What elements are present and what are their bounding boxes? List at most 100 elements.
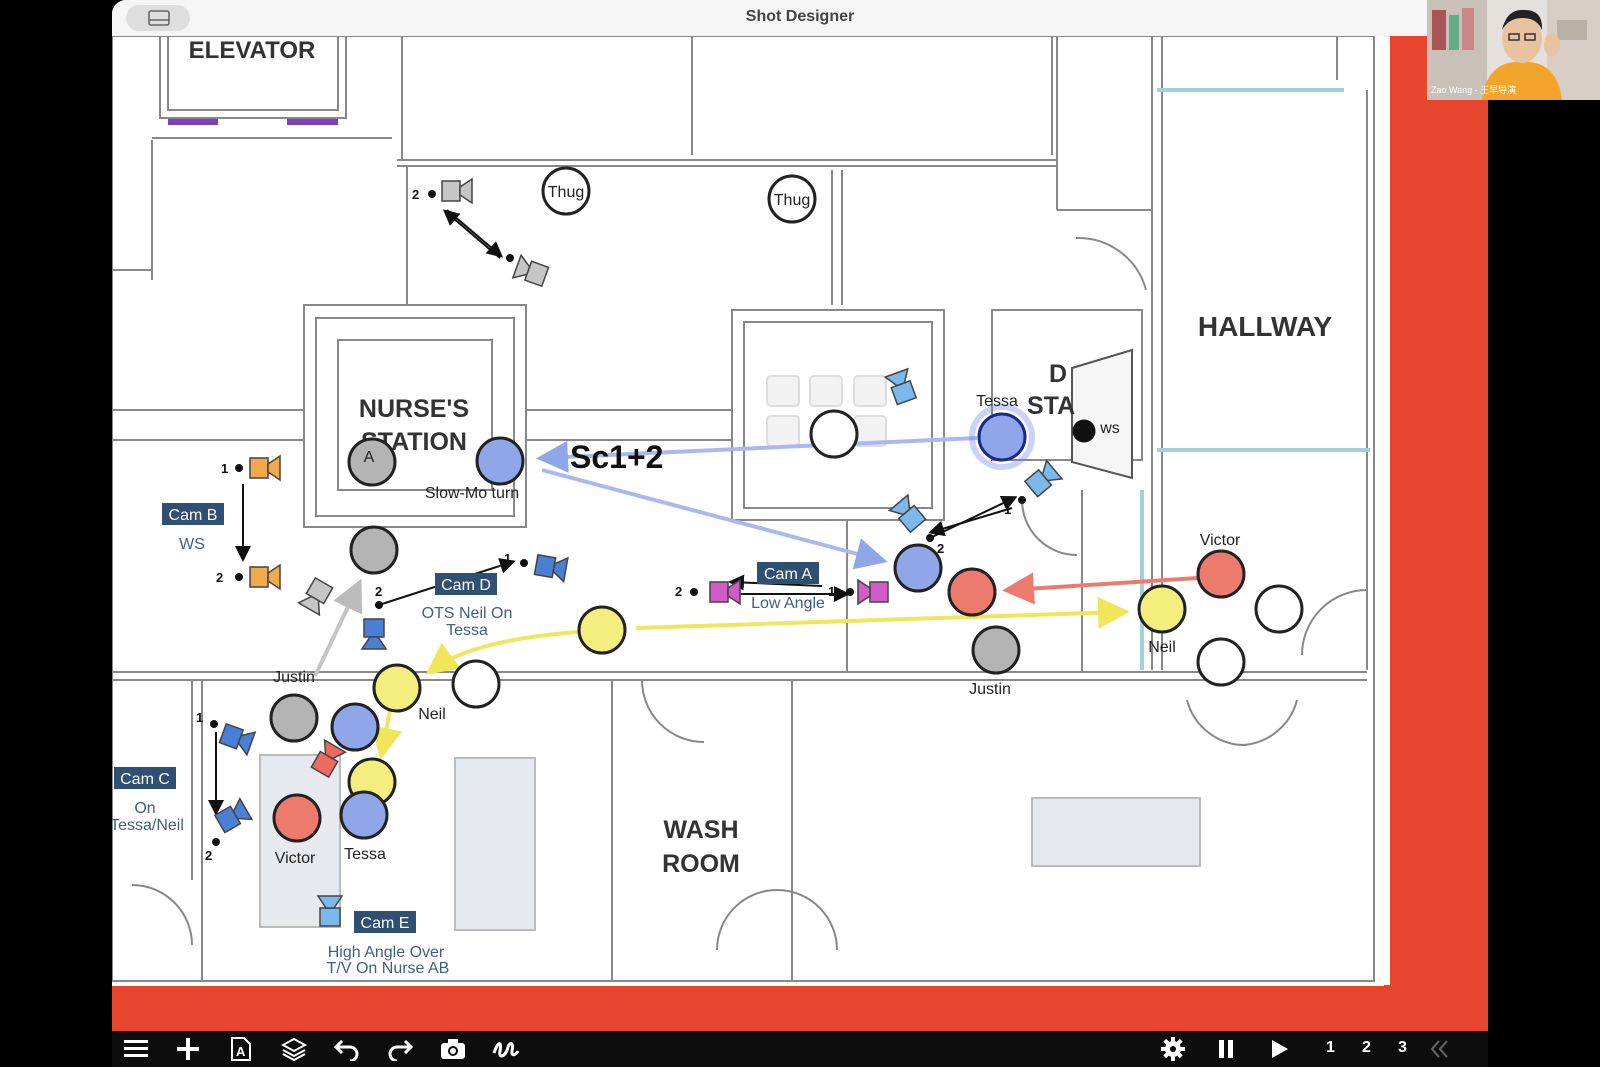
cam-c-label-box	[114, 767, 176, 789]
character-tessa-slowmo	[475, 436, 525, 486]
label-thug-2: Thug	[774, 192, 810, 209]
position-number: 2	[216, 570, 223, 585]
text-icon[interactable]: A	[227, 1035, 255, 1063]
cam-e-label-box	[354, 911, 416, 933]
character-justin-right	[971, 625, 1021, 675]
undo-icon[interactable]	[333, 1035, 361, 1063]
label-victor-hall: Victor	[1200, 532, 1241, 549]
position-number: 2	[412, 187, 419, 202]
page-2-button[interactable]: 2	[1362, 1039, 1371, 1056]
svg-text:A: A	[236, 1044, 246, 1059]
position-number: 1	[196, 710, 203, 725]
redo-icon[interactable]	[386, 1035, 414, 1063]
page-1-button[interactable]: 1	[1326, 1039, 1335, 1056]
camera-icon	[883, 367, 918, 406]
character-neil-center	[577, 605, 627, 655]
camera-icon	[249, 563, 281, 591]
draw-icon[interactable]	[492, 1035, 520, 1063]
settings-icon[interactable]	[1159, 1035, 1187, 1063]
position-number: 1	[504, 551, 511, 566]
room-label-desk-partial-1: D	[1049, 360, 1067, 388]
room-label-elevator: ELEVATOR	[189, 37, 316, 64]
camera-icon	[249, 454, 281, 482]
position-number: 1	[828, 584, 835, 599]
add-icon[interactable]	[174, 1035, 202, 1063]
selection-glow	[969, 404, 1035, 470]
cam-a-label: Cam A	[764, 566, 812, 583]
cam-d-desc-1: OTS Neil On	[422, 605, 513, 622]
position-number: 1	[221, 461, 228, 476]
label-neil-lower: Neil	[418, 706, 446, 723]
floor-plan-canvas[interactable]: ELEVATOR NURSE'S STATION HALLWAY WASH RO…	[112, 35, 1488, 1031]
neil-path-arrow-2	[635, 596, 1130, 630]
cam-e-label: Cam E	[361, 915, 410, 932]
window-title: Shot Designer	[745, 8, 855, 25]
cam-d-desc-2: Tessa	[446, 622, 488, 639]
cam-c-desc-2: Tessa/Neil	[112, 817, 184, 834]
label-neil-hall: Neil	[1148, 639, 1176, 656]
bottom-toolbar: A 1 2 3	[112, 1031, 1488, 1067]
sidebar-icon	[148, 10, 170, 26]
character-neil-lower	[372, 663, 422, 713]
label-tessa-table: Tessa	[344, 846, 386, 863]
webcam-image	[1427, 0, 1600, 100]
character-neil-hall	[1137, 584, 1187, 634]
character-tessa-right	[893, 543, 943, 593]
scene-label: Sc1+2	[570, 439, 663, 475]
camera-icon	[297, 576, 334, 617]
character-tessa-lower	[330, 702, 380, 752]
camera-icon	[533, 553, 569, 584]
camera-icon	[310, 738, 347, 779]
character-justin-lower	[269, 693, 319, 743]
label-justin-lower: Justin	[273, 669, 315, 686]
cam-b-desc: WS	[179, 536, 205, 553]
camera-icon	[441, 177, 473, 205]
camera-icon	[709, 578, 741, 606]
character-victor-table	[272, 793, 322, 843]
label-justin-right: Justin	[969, 681, 1011, 698]
sidebar-toggle-button[interactable]	[126, 5, 190, 31]
floor-plan	[112, 35, 1384, 986]
label-thug-1: Thug	[548, 184, 584, 201]
pause-icon[interactable]	[1212, 1035, 1240, 1063]
red-background-bottom	[112, 985, 1488, 1031]
label-tessa-top: Tessa	[976, 393, 1018, 410]
camera-icon	[316, 895, 344, 927]
cam-a-label-box	[757, 562, 819, 584]
tessa-path-arrow-1	[536, 436, 978, 473]
play-icon[interactable]	[1265, 1035, 1293, 1063]
character-blank-hall-1	[1254, 584, 1304, 634]
cam-b-label-box	[162, 503, 224, 525]
cam-e-desc-1: High Angle Over	[328, 944, 445, 961]
character-a-marker	[347, 437, 397, 487]
position-number: 2	[375, 584, 382, 599]
page-3-button[interactable]: 3	[1398, 1039, 1407, 1056]
character-gray-nurse	[349, 525, 399, 575]
character-blank-hall-2	[1196, 637, 1246, 687]
collapse-icon[interactable]	[1426, 1035, 1454, 1063]
position-number: 1	[1004, 502, 1011, 517]
label-victor-table: Victor	[275, 850, 316, 867]
camera-icon	[213, 797, 254, 834]
layers-icon[interactable]	[280, 1035, 308, 1063]
camera-icon	[218, 722, 257, 757]
red-background-right	[1390, 36, 1488, 1031]
character-blank-lower	[451, 659, 501, 709]
neil-path-arrow-3	[370, 709, 403, 760]
label-a: A	[364, 449, 375, 466]
neil-path-arrow-1	[425, 630, 579, 675]
camera-icon	[360, 618, 388, 650]
character-thug-1	[541, 166, 591, 216]
webcam-thumbnail: Zao Wang - 王早导演	[1427, 0, 1600, 100]
cam-c-label: Cam C	[120, 771, 170, 788]
camera-icon	[1023, 458, 1064, 498]
room-label-wash-2: ROOM	[662, 850, 740, 878]
position-number: 2	[937, 541, 944, 556]
label-news-partial: ws	[1099, 420, 1120, 437]
cam-d-label: Cam D	[441, 577, 491, 594]
camera-snapshot-icon[interactable]	[439, 1035, 467, 1063]
justin-path-arrow	[313, 578, 363, 677]
room-label-nurse-1: NURSE'S	[359, 395, 469, 423]
room-label-desk-partial-2: STA	[1027, 392, 1075, 420]
menu-icon[interactable]	[122, 1035, 150, 1063]
